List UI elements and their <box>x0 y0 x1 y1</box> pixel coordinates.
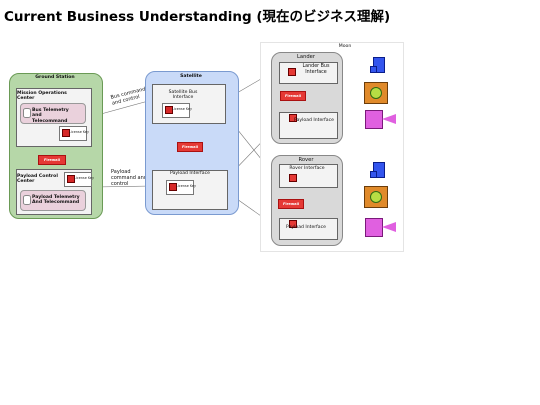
license-key-icon <box>288 68 296 76</box>
blue-device-icon <box>370 162 385 178</box>
satellite-payload-label: Payload Interface <box>170 171 210 176</box>
bus-telemetry-label: Bus Telemetry and Telecommand <box>32 108 69 124</box>
page-title: Current Business Understanding (現在のビジネス理… <box>4 9 391 25</box>
lander-payload-interface <box>279 112 338 139</box>
rover-firewall: Firewall <box>278 199 304 209</box>
satellite-label: Satellite <box>180 74 202 79</box>
lander-label: Lander <box>297 54 315 60</box>
bus-telemetry-box <box>20 103 86 124</box>
license-key-icon <box>289 174 297 182</box>
pcc-license-label: License Key <box>74 176 95 180</box>
license-key-icon <box>62 129 70 137</box>
rover-bus-label: Rover Interface <box>289 166 325 171</box>
license-key-icon <box>67 175 75 183</box>
ground-station-label: Ground Station <box>35 75 75 80</box>
moon-label: Moon <box>338 44 352 49</box>
pcc-label: Payload Control Center <box>17 174 58 185</box>
lander-bus-interface <box>279 62 338 84</box>
rover-bus-interface <box>279 164 338 188</box>
ground-firewall: Firewall <box>38 155 66 165</box>
license-key-icon <box>289 220 297 228</box>
database-icon <box>23 108 31 118</box>
license-key-icon <box>169 183 177 191</box>
rover-payload-label: Payload Interface <box>286 225 326 230</box>
lander-bus-label: Lander Bus Interface <box>302 64 330 75</box>
payload-command-annotation: Payload command and control <box>111 169 147 187</box>
license-key-icon <box>165 106 173 114</box>
orange-device-icon <box>364 82 388 104</box>
lander-payload-label: Payload Interface <box>294 118 334 123</box>
satellite-bus-license-key: License Key <box>162 103 193 118</box>
blue-device-icon <box>370 57 385 73</box>
payload-telemetry-box <box>20 190 86 211</box>
satellite-payload-license-label: License Key <box>176 184 197 188</box>
satellite-payload-interface <box>152 170 228 210</box>
license-key-icon <box>289 114 297 122</box>
payload-telemetry-label: Payload Telemetry And Telecommand <box>32 195 80 206</box>
magenta-device-icon <box>365 218 399 237</box>
rover-label: Rover <box>298 157 314 163</box>
moc-license-label: License Key <box>69 130 90 134</box>
pcc-license-key: License Key <box>64 172 95 187</box>
magenta-device-icon <box>365 110 399 129</box>
satellite-firewall: Firewall <box>177 142 203 152</box>
satellite-bus-license-label: License Key <box>172 107 193 111</box>
satellite-bus-label: Satellite Bus Interface <box>168 90 198 101</box>
moc-label: Mission Operations Center <box>17 91 67 102</box>
lander-firewall: Firewall <box>280 91 306 101</box>
satellite-payload-license-key: License Key <box>166 180 197 195</box>
orange-device-icon <box>364 186 388 208</box>
moc-license-key: License Key <box>59 126 90 141</box>
database-icon <box>23 195 31 205</box>
